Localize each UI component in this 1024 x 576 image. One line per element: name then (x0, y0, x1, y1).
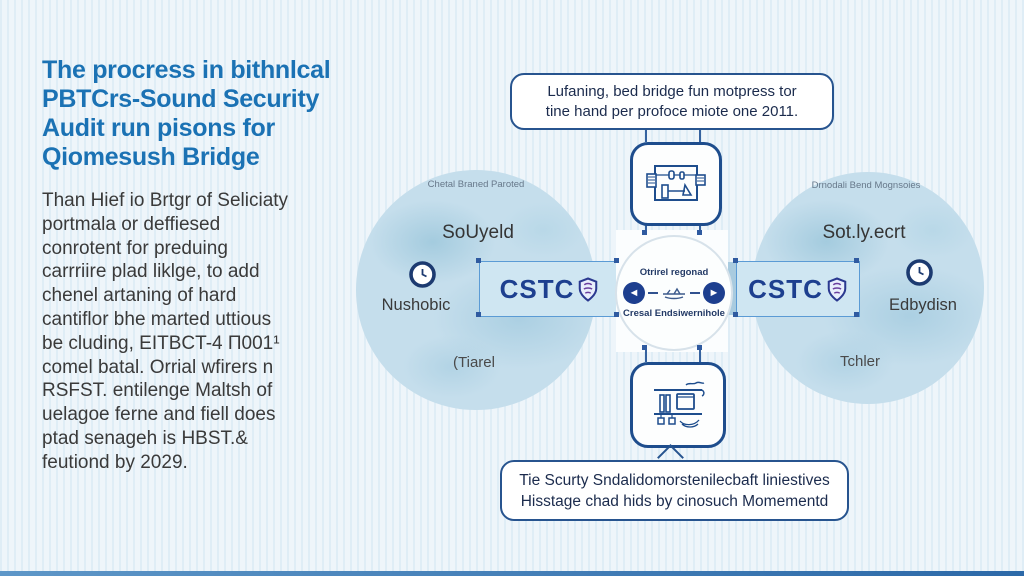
bottom-callout-line: Hisstage chad hids by cinosuch Momementd (520, 492, 829, 510)
workstation-icon (654, 381, 705, 428)
clock-icon (906, 259, 933, 291)
connector-line (645, 126, 647, 142)
bridge-sketch-icon (663, 287, 685, 300)
top-icon-box[interactable] (630, 142, 722, 226)
connector-line (690, 292, 700, 294)
selection-handle[interactable] (476, 312, 481, 317)
body-line: Than Hief io Brtgr of Seliciaty (42, 190, 289, 211)
top-callout-line: Lufaning, bed bridge fun motpress tor (547, 82, 797, 100)
title-line: Audit run pisons for (42, 114, 275, 142)
shield-icon (827, 276, 847, 302)
body-line: cantiflor bhe marted uttious (42, 308, 272, 330)
connector-line (645, 347, 647, 362)
clock-icon (409, 261, 436, 293)
left-logo-box[interactable]: CSTC (479, 261, 620, 317)
selection-handle[interactable] (697, 345, 702, 350)
body-line: carrriire plad liklge, to add (42, 261, 260, 283)
body-line: be cluding, EITBCT-4 П001¹ (42, 332, 280, 354)
bottom-accent-bar (0, 571, 1024, 576)
body-line: ptad senageh is HBST.& (42, 427, 248, 449)
body-line: comel batal. Orrial wfirers n (42, 356, 274, 378)
center-top-label: Otrirel regonad (639, 267, 709, 278)
shield-icon (579, 276, 598, 302)
title-line: Qiomesush Bridge (42, 143, 260, 171)
top-callout[interactable]: Lufaning, bed bridge fun motpress tor ti… (510, 73, 834, 130)
right-logo-box[interactable]: CSTC (736, 261, 860, 317)
selection-handle[interactable] (614, 312, 619, 317)
connector-line (699, 220, 701, 234)
bottom-icon-box[interactable] (630, 362, 726, 448)
left-logo-text: CSTC (499, 273, 575, 304)
selection-handle[interactable] (476, 258, 481, 263)
selection-handle[interactable] (854, 258, 859, 263)
connector-line (699, 347, 701, 362)
body-line: portmala or deffiesed (42, 213, 221, 235)
right-place-title: Sot.ly.ecrt (822, 222, 906, 243)
body-line: chenel artaning of hard (42, 285, 237, 307)
top-callout-line: tine hand per profoce miote one 2011. (545, 102, 799, 120)
selection-handle[interactable] (642, 345, 647, 350)
body-line: feutiond by 2029. (42, 451, 188, 473)
center-arrow-row: ◄ ► (623, 282, 725, 304)
left-place-sub-label: (Tiarel (453, 354, 495, 371)
right-place-sub-label: Tchler (839, 353, 881, 370)
bottom-callout[interactable]: Tie Scurty Sndalidomorstenilecbaft linie… (500, 460, 849, 521)
title-line: The procress in bithnlcal (42, 56, 331, 84)
selection-handle[interactable] (733, 312, 738, 317)
selection-handle[interactable] (614, 258, 619, 263)
left-place-title: SoUyeld (442, 222, 514, 243)
title-line: PBTCrs-Sound Security (42, 85, 320, 113)
selection-handle[interactable] (697, 230, 702, 235)
right-arrow-icon[interactable]: ► (703, 282, 725, 304)
body-line: uelagoe ferne and fiell does (42, 404, 276, 426)
connector-line (648, 292, 658, 294)
equipment-schematic-icon (646, 165, 706, 201)
page-title: The procress in bithnlcal PBTCrs-Sound S… (42, 56, 372, 172)
selection-handle[interactable] (854, 312, 859, 317)
selection-handle[interactable] (642, 230, 647, 235)
right-place-label: Edbydisn (889, 296, 957, 314)
body-line: conrotent for preduing (42, 237, 228, 259)
right-logo-text: CSTC (748, 273, 823, 304)
body-paragraph: Than Hief io Brtgr of Seliciaty portmala… (42, 189, 382, 475)
selection-handle[interactable] (733, 258, 738, 263)
connector-line (645, 220, 647, 234)
bottom-callout-line: Tie Scurty Sndalidomorstenilecbaft linie… (519, 471, 830, 489)
connector-line (699, 126, 701, 142)
center-node-circle[interactable]: Otrirel regonad ◄ ► Cresal Endsiwernihol… (615, 235, 733, 351)
left-arrow-icon[interactable]: ◄ (623, 282, 645, 304)
center-bottom-label: Cresal Endsiwernihole (623, 308, 725, 319)
body-line: RSFST. entilenge Maltsh of (42, 380, 273, 402)
right-region-label: Drnodali Bend Mognsoies (811, 180, 921, 191)
left-region-label: Chetal Braned Paroted (427, 179, 525, 190)
left-place-label: Nushobic (381, 296, 451, 314)
